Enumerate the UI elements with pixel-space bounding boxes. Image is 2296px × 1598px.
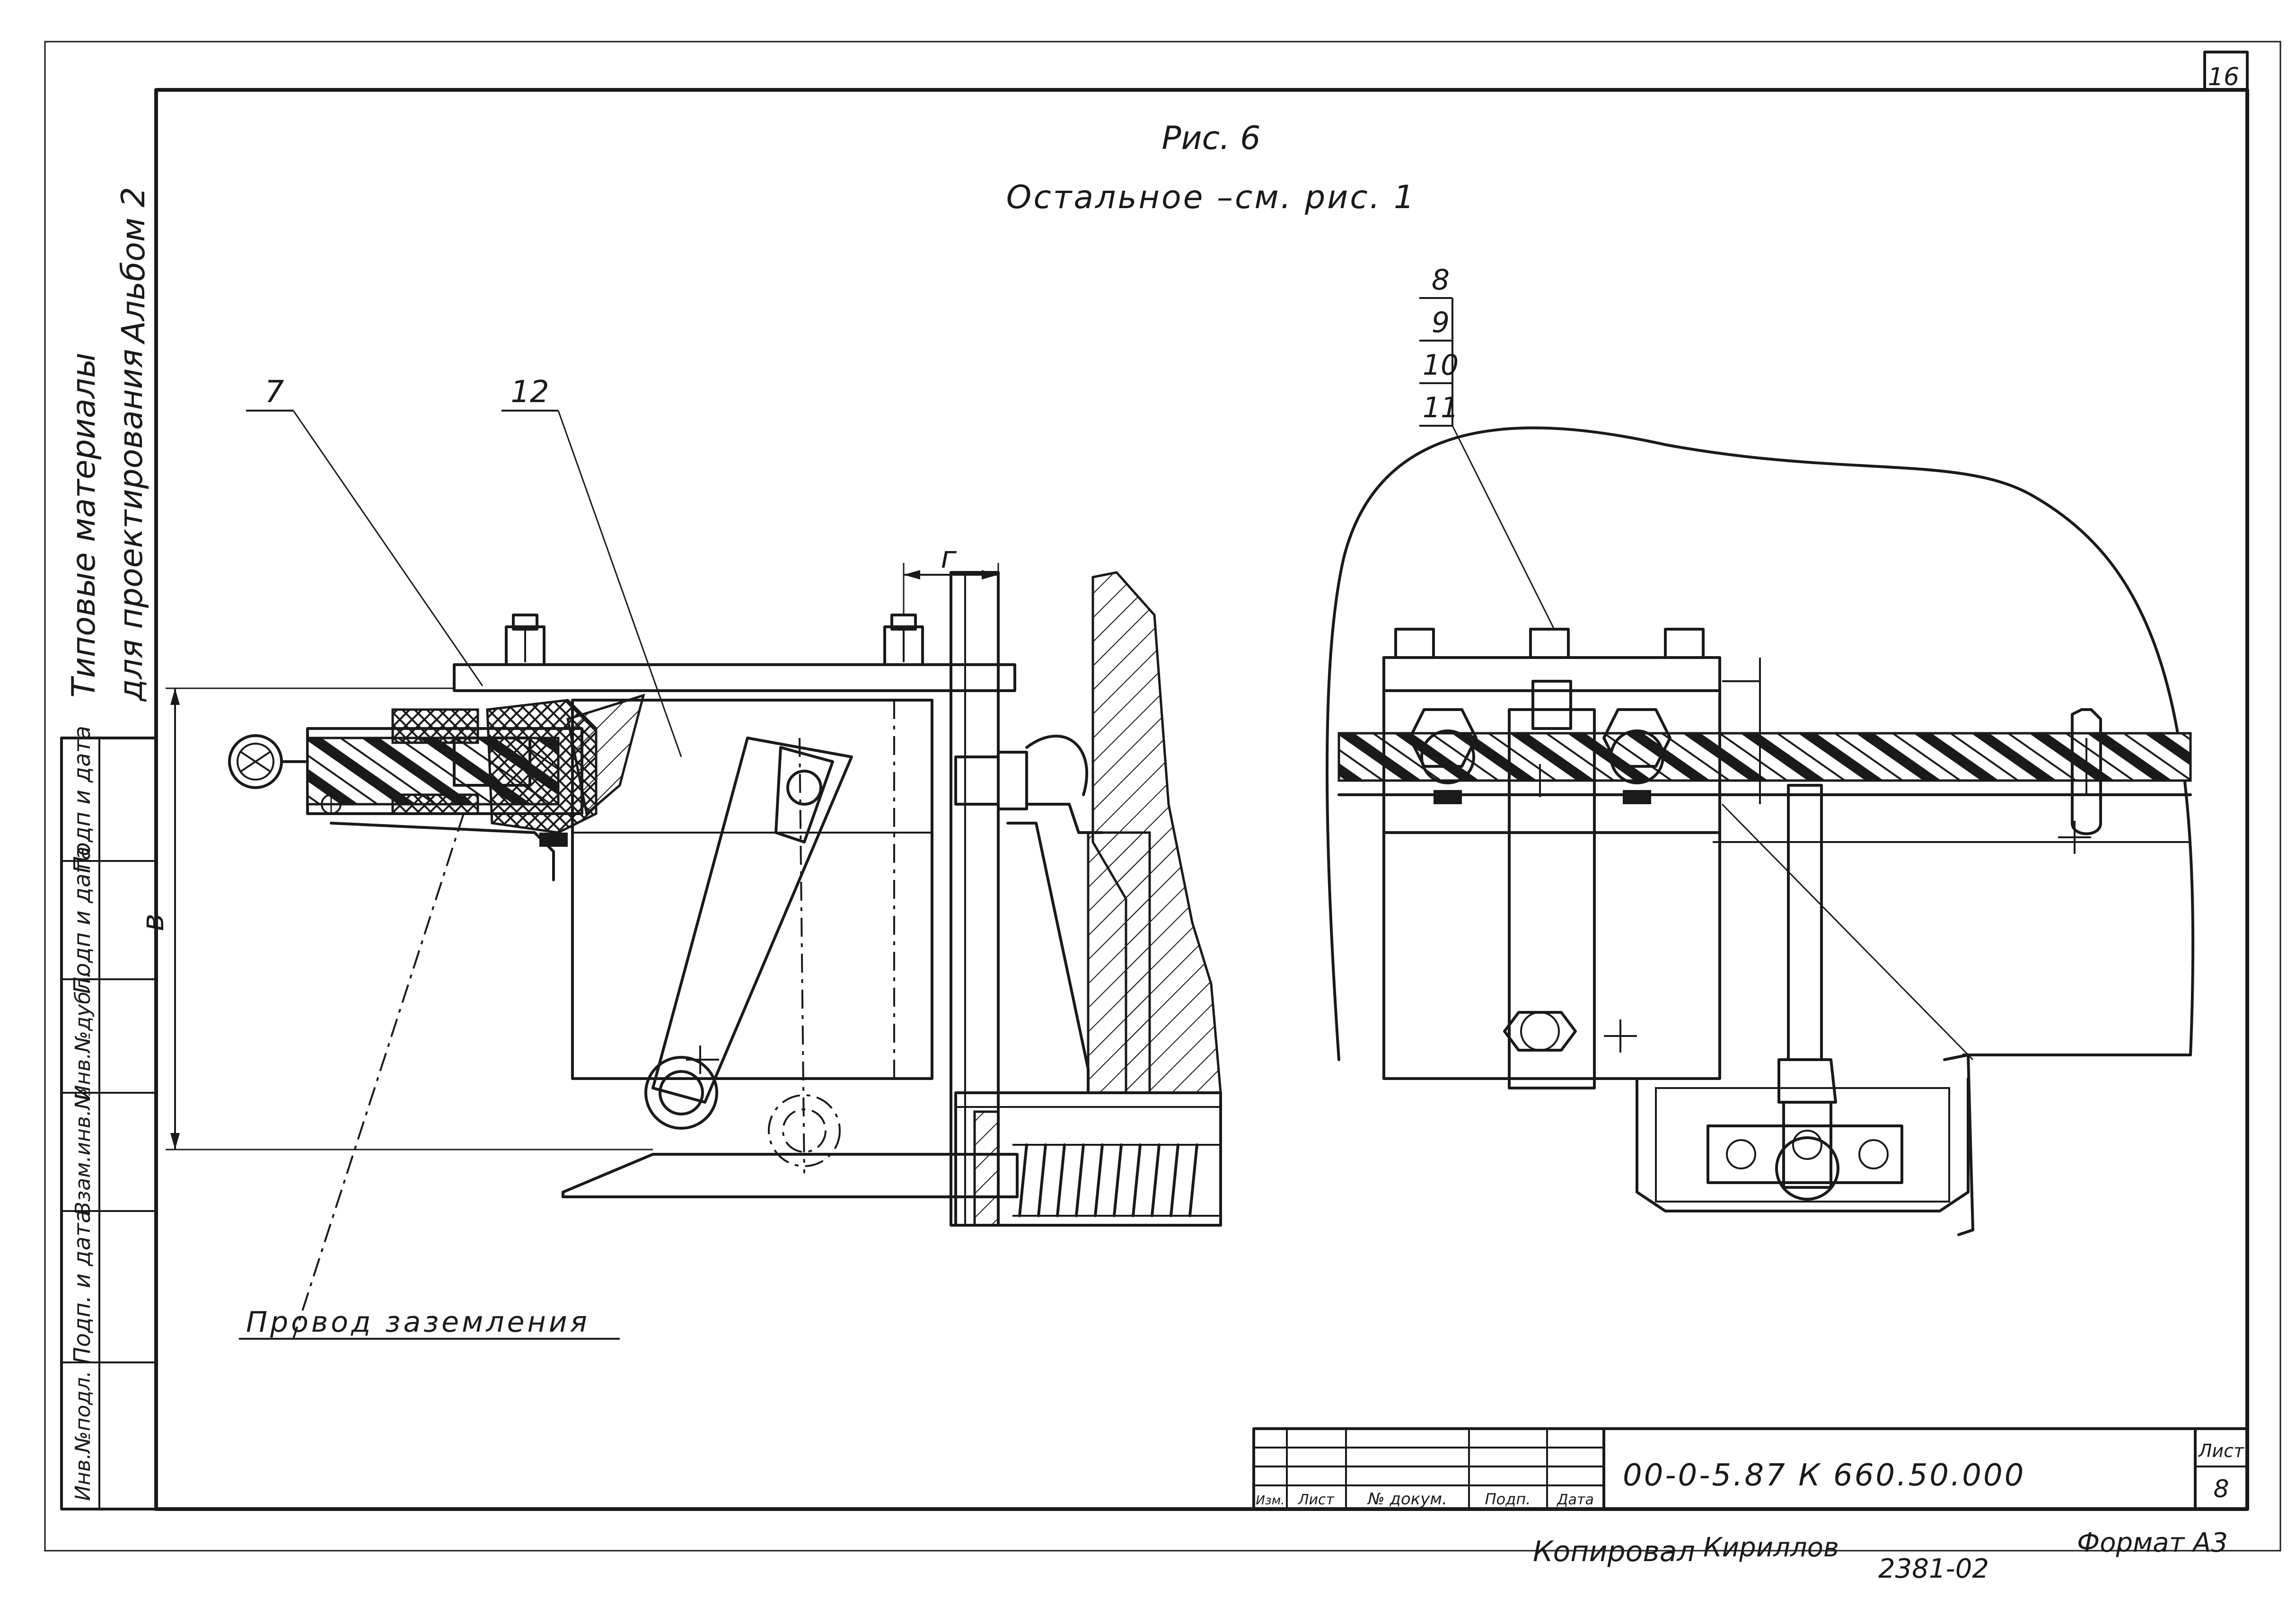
margin-cell-1: Подп и дата	[69, 726, 96, 873]
series-label-2: для проектирования	[113, 349, 150, 702]
right-bolts	[1394, 628, 1705, 659]
callout-stack	[1419, 297, 1555, 630]
dimension-g	[903, 563, 999, 615]
left-view	[166, 410, 1222, 1340]
tb-header-izm: Изм.	[1256, 1493, 1284, 1508]
tb-sheet-label: Лист	[2198, 1440, 2245, 1461]
footer-order-no: 2381-02	[1878, 1554, 1989, 1584]
leader-12	[557, 410, 682, 757]
leader-7	[292, 410, 484, 686]
callout-8: 8	[1432, 263, 1450, 297]
margin-cell-5: Подп. и дата	[69, 1210, 96, 1364]
figure-title: Рис. 6	[1161, 120, 1260, 157]
margin-cell-3: Инв.№дубл.	[71, 971, 95, 1100]
margin-table	[60, 737, 158, 1510]
margin-cell-2: Подп и дата	[69, 846, 96, 994]
twisted-cable	[1337, 732, 2192, 782]
base-plate	[562, 1153, 1019, 1198]
spring-coil	[973, 1110, 1221, 1227]
bolt-right	[883, 614, 924, 666]
top-plate	[453, 663, 1016, 692]
housing-block	[571, 699, 933, 1080]
hanger-assembly	[1636, 784, 1970, 1212]
ground-wire-label: Провод заземления	[246, 1306, 590, 1339]
sheet-number: 16	[2208, 63, 2239, 91]
footer-signature: Кириллов	[1703, 1532, 1839, 1563]
tb-sheet-value: 8	[2213, 1475, 2229, 1503]
angle-section	[1087, 831, 1151, 1094]
dimension-v	[166, 687, 653, 1150]
dimension-g-label: г	[941, 540, 957, 575]
footer-copied-by: Копировал	[1533, 1535, 1695, 1568]
tb-header-list: Лист	[1298, 1492, 1335, 1508]
break-outline	[1326, 426, 2195, 1061]
callout-11: 11	[1423, 391, 1459, 424]
footer-format: Формат А3	[2077, 1528, 2228, 1558]
margin-cell-6: Инв.№подл.	[71, 1370, 95, 1501]
callout-7: 7	[265, 375, 284, 410]
callout-12: 12	[510, 375, 549, 410]
right-view	[1326, 297, 2195, 1236]
document-code: 00-0-5.87 К 660.50.000	[1623, 1458, 2025, 1493]
album-label: Альбом 2	[115, 187, 152, 345]
sheet-number-box	[2203, 51, 2249, 91]
outer-border	[44, 41, 2281, 1552]
clamp-rings	[1408, 708, 2102, 835]
callout-10: 10	[1423, 349, 1459, 382]
leader-ground-wire	[292, 813, 465, 1339]
margin-cell-4: Взам.инв.№	[71, 1088, 95, 1216]
series-label-1: Типовые материалы	[65, 352, 103, 698]
callout-9: 9	[1432, 306, 1450, 339]
leader-8-11	[1451, 425, 1555, 630]
tb-header-doc: № докум.	[1367, 1490, 1447, 1509]
link-arm	[644, 737, 853, 1174]
column-clamp	[954, 735, 1104, 834]
tb-header-date: Дата	[1556, 1492, 1594, 1508]
title-block	[1252, 1427, 2249, 1510]
cable-entry	[228, 694, 645, 881]
dimension-v-label: в	[136, 913, 171, 931]
tb-header-sign: Подп.	[1485, 1490, 1531, 1508]
figure-subtitle: Остальное –см. рис. 1	[1006, 179, 1416, 216]
bolt-left	[505, 614, 545, 666]
